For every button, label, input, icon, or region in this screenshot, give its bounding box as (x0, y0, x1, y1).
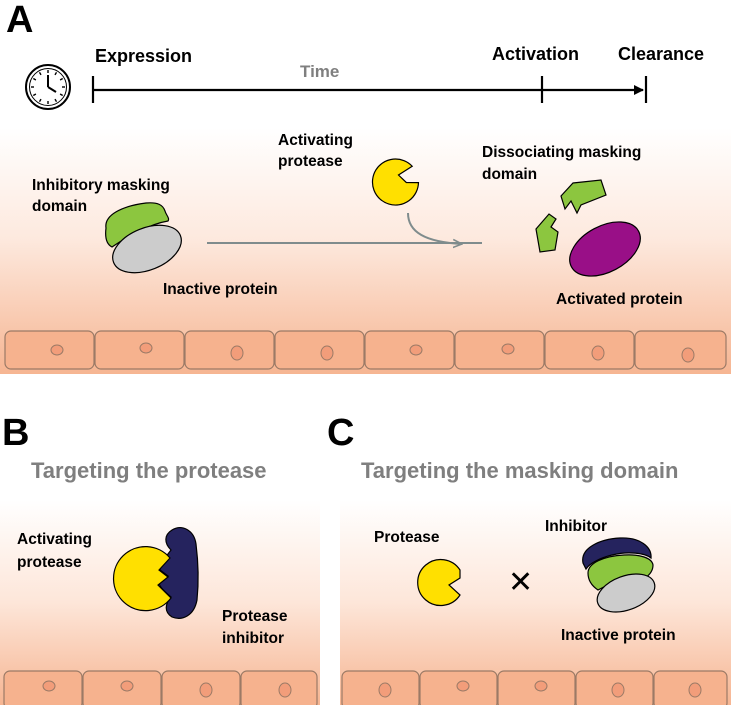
protease-c (417, 558, 461, 607)
timeline-label-time: Time (300, 62, 339, 81)
cell (454, 330, 545, 370)
masking-domain-inhibitor (582, 537, 652, 571)
panel-b-title: Targeting the protease (31, 458, 267, 483)
cell-nucleus (409, 344, 423, 356)
cross-mark: ✕ (508, 565, 533, 600)
cell-nucleus (611, 682, 625, 698)
masking-domain (105, 202, 170, 248)
cell-layer-a (4, 330, 727, 370)
label-activated-protein: Activated protein (556, 291, 683, 308)
panel-c-letter: C (327, 412, 354, 454)
mask-fragment-upper (560, 179, 607, 215)
cell-nucleus (320, 345, 334, 361)
inactive-protein-complex (105, 202, 182, 274)
label-masking-domain-line1: Inhibitory masking (32, 177, 170, 194)
cell (634, 330, 727, 370)
cell-nucleus (534, 680, 548, 692)
cell-nucleus (199, 682, 213, 698)
cell-nucleus (681, 347, 695, 363)
panel-b: B Targeting the protease Activating prot… (0, 412, 320, 705)
panel-a: A (0, 0, 731, 374)
cell-nucleus (120, 680, 134, 692)
cell-nucleus (50, 344, 64, 356)
label-protease-line2: protease (278, 153, 343, 170)
cell (544, 330, 635, 370)
label-c-inhibitor: Inhibitor (545, 518, 607, 535)
timeline: Expression Time Activation Clearance (91, 44, 704, 103)
panel-b-letter: B (2, 412, 29, 454)
mask-fragment-lower (535, 213, 559, 253)
cell (4, 330, 95, 370)
cleavage-curve-arrow (407, 212, 462, 244)
activated-protein (569, 221, 641, 277)
cell-nucleus (230, 345, 244, 361)
cell-nucleus (278, 682, 292, 698)
label-c-inactive-protein: Inactive protein (561, 627, 676, 644)
label-protease-line1: Activating (278, 132, 353, 149)
cell-nucleus (378, 682, 392, 698)
label-masking-domain-line2: domain (32, 198, 87, 215)
cell-nucleus (139, 342, 153, 354)
label-dissociating-line2: domain (482, 166, 537, 183)
cell (94, 330, 185, 370)
label-b-inhibitor-line1: Protease (222, 608, 288, 625)
label-b-protease-line2: protease (17, 554, 82, 571)
inactive-protein (112, 224, 182, 274)
masking-domain-c (587, 554, 654, 591)
activating-protease-b (112, 546, 172, 612)
panel-a-letter: A (6, 0, 33, 41)
cell-nucleus (688, 682, 702, 698)
timeline-label-clearance: Clearance (618, 44, 704, 64)
cell-layer-b (3, 670, 318, 705)
timeline-label-expression: Expression (95, 46, 192, 66)
label-c-protease: Protease (374, 529, 440, 546)
timeline-label-activation: Activation (492, 44, 579, 64)
cell-nucleus (591, 345, 605, 361)
cell-nucleus (501, 343, 515, 355)
panel-c-title: Targeting the masking domain (361, 458, 678, 483)
panel-c: C Targeting the masking domain Protease … (327, 412, 731, 705)
activating-protease (371, 158, 420, 206)
cell-layer-c (341, 670, 728, 705)
clock-icon (25, 64, 71, 110)
protease-inhibitor (158, 527, 199, 619)
label-b-inhibitor-line2: inhibitor (222, 630, 284, 647)
cell (184, 330, 275, 370)
cell (274, 330, 365, 370)
label-inactive-protein: Inactive protein (163, 281, 278, 298)
cell-nucleus (456, 680, 470, 692)
label-b-protease-line1: Activating (17, 531, 92, 548)
inactive-protein-c (596, 573, 656, 613)
label-dissociating-line1: Dissociating masking (482, 144, 641, 161)
cell-nucleus (42, 680, 56, 692)
